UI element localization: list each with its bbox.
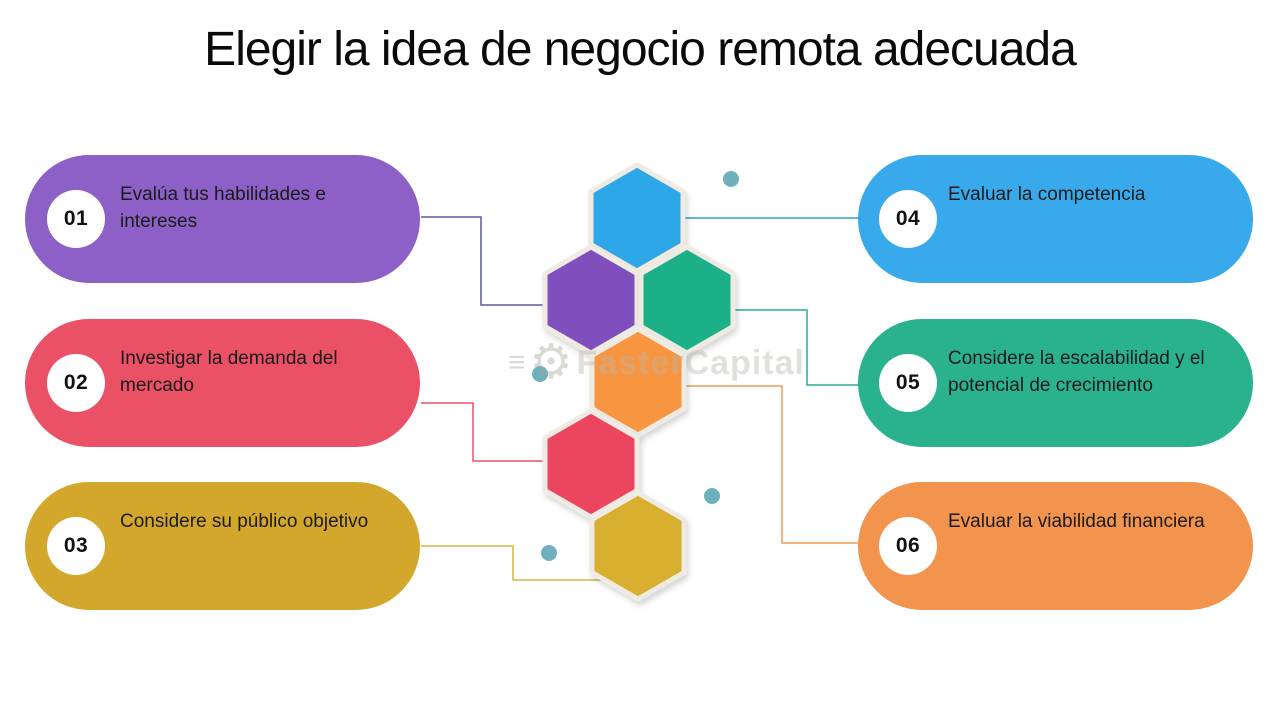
- decor-dots: [532, 171, 739, 561]
- decor-dot: [532, 366, 548, 382]
- connector-03: [421, 545, 605, 581]
- step-03-number-badge: 03: [47, 517, 105, 575]
- step-03-pill: 03 Considere su público objetivo: [25, 482, 420, 610]
- step-05-label: Considere la escalabilidad y el potencia…: [948, 348, 1205, 396]
- connector-01: [421, 216, 545, 306]
- step-04-pill: 04 Evaluar la competencia: [858, 155, 1253, 283]
- connector-05: [733, 309, 860, 386]
- step-02-number-badge: 02: [47, 354, 105, 412]
- step-05-pill: 05 Considere la escalabilidad y el poten…: [858, 319, 1253, 447]
- hexagon-red: [542, 408, 640, 520]
- decor-dot: [704, 488, 720, 504]
- step-05-number-badge: 05: [879, 354, 937, 412]
- step-02-pill: 02 Investigar la demanda del mercado: [25, 319, 420, 447]
- step-06-number-badge: 06: [879, 517, 937, 575]
- hexagon-cluster: [542, 162, 736, 602]
- step-02-label: Investigar la demanda del mercado: [120, 348, 338, 396]
- hexagon-orange: [589, 326, 687, 438]
- step-04-number-badge: 04: [879, 190, 937, 248]
- page-title: Elegir la idea de negocio remota adecuad…: [204, 23, 1077, 76]
- connector-lines: [421, 216, 860, 581]
- hexagon-yellow: [589, 490, 687, 602]
- hexagon-teal: [638, 244, 736, 356]
- step-01-pill: 01 Evalúa tus habilidades e intereses: [25, 155, 420, 283]
- connector-06: [684, 385, 860, 544]
- decor-dot: [723, 171, 739, 187]
- decor-dot: [541, 545, 557, 561]
- hexagon-purple: [542, 244, 640, 356]
- connector-02: [421, 402, 547, 462]
- step-01-label: Evalúa tus habilidades e intereses: [120, 184, 326, 232]
- step-06-pill: 06 Evaluar la viabilidad financiera: [858, 482, 1253, 610]
- step-01-number-badge: 01: [47, 190, 105, 248]
- step-04-label: Evaluar la competencia: [948, 184, 1146, 205]
- step-03-label: Considere su público objetivo: [120, 511, 369, 532]
- step-06-label: Evaluar la viabilidad financiera: [948, 511, 1205, 532]
